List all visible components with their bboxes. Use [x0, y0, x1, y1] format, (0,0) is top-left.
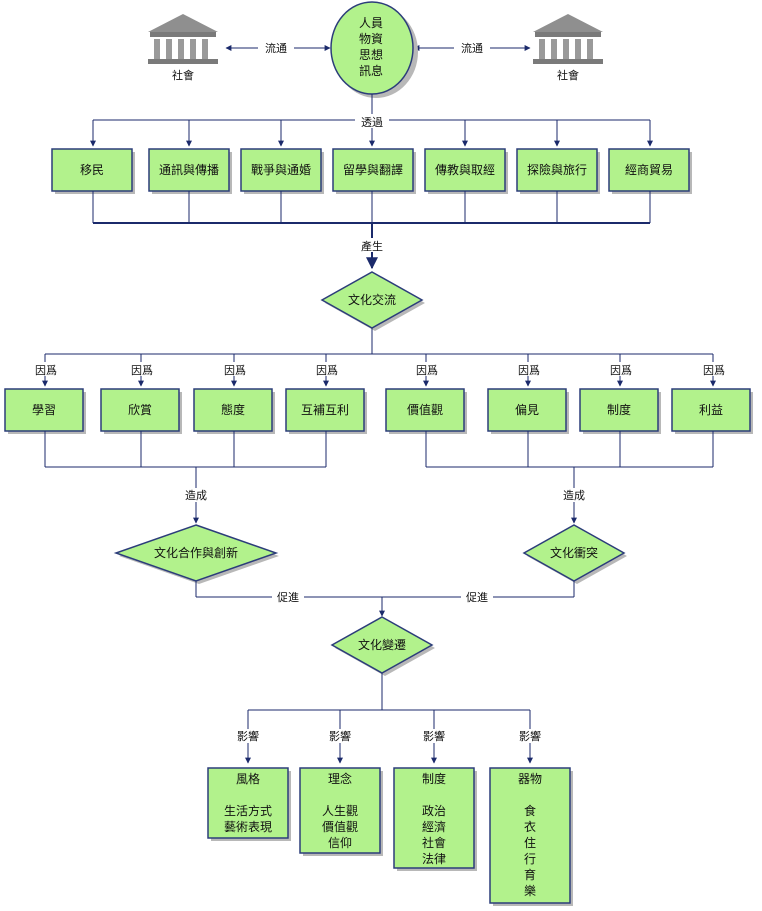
- channel-label-2: 通訊與傳播: [159, 162, 219, 177]
- cause-label-right: 造成: [563, 488, 585, 502]
- channel-box-4: [332, 148, 414, 192]
- flow-label-left: 流通: [265, 41, 287, 55]
- outcome-title-4: 器物: [518, 772, 542, 786]
- channel-label-7: 經商貿易: [625, 162, 673, 177]
- influence-label-1: 影響: [237, 729, 259, 743]
- outcome-item-3-4: 法律: [422, 852, 446, 866]
- because-label-1: 因爲: [35, 364, 57, 377]
- channel-box-1: [51, 148, 133, 192]
- outcome-item-3-2: 經濟: [422, 819, 446, 834]
- cooperation-node-label: 文化合作與創新: [154, 545, 238, 560]
- because-label-5: 因爲: [416, 364, 438, 377]
- factor-label-6: 偏見: [515, 402, 539, 417]
- channel-label-3: 戰爭與通婚: [251, 163, 311, 177]
- exchange-node-label: 文化交流: [348, 292, 396, 307]
- factor-box-7: [579, 388, 659, 432]
- factor-label-1: 學習: [32, 403, 56, 417]
- because-label-7: 因爲: [610, 364, 632, 377]
- factor-label-7: 制度: [607, 402, 631, 417]
- outcome-item-4-5: 育: [524, 867, 536, 882]
- because-label-4: 因爲: [316, 364, 338, 377]
- flow-label-right: 流通: [461, 41, 483, 55]
- conflict-node-label: 文化衝突: [550, 545, 598, 560]
- factor-box-8: [671, 388, 751, 432]
- produce-label: 產生: [361, 239, 383, 253]
- outcome-item-4-1: 食: [524, 803, 536, 818]
- factor-box-4: [285, 388, 365, 432]
- channel-box-7: [608, 148, 690, 192]
- factor-label-3: 態度: [221, 402, 245, 417]
- influence-label-3: 影響: [423, 729, 445, 743]
- channel-box-6: [516, 148, 598, 192]
- outcome-item-4-2: 衣: [524, 819, 536, 834]
- outcome-box-4: [489, 767, 571, 904]
- promote-label-left: 促進: [277, 590, 299, 604]
- factor-box-5: [385, 388, 465, 432]
- outcome-title-1: 風格: [236, 771, 260, 786]
- outcome-item-4-6: 樂: [524, 883, 536, 898]
- factor-box-3: [193, 388, 273, 432]
- because-label-3: 因爲: [224, 364, 246, 377]
- outcome-item-2-3: 信仰: [328, 835, 352, 850]
- factor-box-2: [100, 388, 180, 432]
- through-label: 透過: [361, 116, 383, 129]
- factor-label-4: 互補互利: [301, 403, 349, 417]
- cause-label-left: 造成: [185, 488, 207, 502]
- outcome-item-3-3: 社會: [422, 835, 446, 850]
- society-label-left: 社會: [172, 68, 194, 82]
- factor-label-8: 利益: [699, 403, 723, 417]
- outcome-title-3: 制度: [422, 771, 446, 786]
- factor-box-1: [4, 388, 84, 432]
- promote-label-right: 促進: [466, 590, 488, 604]
- influence-label-4: 影響: [519, 729, 541, 743]
- outcome-box-2: [299, 767, 381, 854]
- because-label-8: 因爲: [703, 364, 725, 377]
- outcome-title-2: 理念: [328, 771, 352, 786]
- bank-building-icon: [148, 14, 218, 64]
- channel-label-1: 移民: [80, 163, 104, 177]
- outcome-item-2-1: 人生觀: [322, 804, 358, 818]
- because-label-6: 因爲: [518, 364, 540, 377]
- center-node-line-2: 物資: [359, 32, 383, 46]
- influence-label-2: 影響: [329, 729, 351, 743]
- outcome-box-3: [393, 767, 475, 869]
- outcome-item-1-2: 藝術表現: [224, 820, 272, 834]
- center-node-line-3: 思想: [359, 47, 383, 62]
- outcome-item-4-3: 住: [524, 836, 536, 850]
- channel-box-5: [424, 148, 506, 192]
- channel-label-5: 傳教與取經: [435, 162, 495, 177]
- factor-label-2: 欣賞: [128, 403, 152, 417]
- change-node-label: 文化變遷: [358, 637, 406, 652]
- factor-box-6: [487, 388, 567, 432]
- bank-building-icon: [533, 14, 603, 64]
- outcome-box-1: [207, 767, 289, 839]
- center-node-line-1: 人員: [359, 16, 383, 30]
- outcome-item-2-2: 價值觀: [322, 819, 358, 834]
- factor-label-5: 價值觀: [407, 402, 443, 417]
- channel-label-6: 探險與旅行: [527, 162, 587, 177]
- channel-label-4: 留學與翻譯: [343, 162, 403, 177]
- because-label-2: 因爲: [131, 364, 153, 377]
- channel-box-2: [148, 148, 230, 192]
- center-node-line-4: 訊息: [359, 63, 383, 78]
- outcome-item-1-1: 生活方式: [224, 803, 272, 818]
- outcome-item-4-4: 行: [524, 852, 536, 866]
- society-label-right: 社會: [557, 68, 579, 82]
- outcome-item-3-1: 政治: [422, 804, 446, 818]
